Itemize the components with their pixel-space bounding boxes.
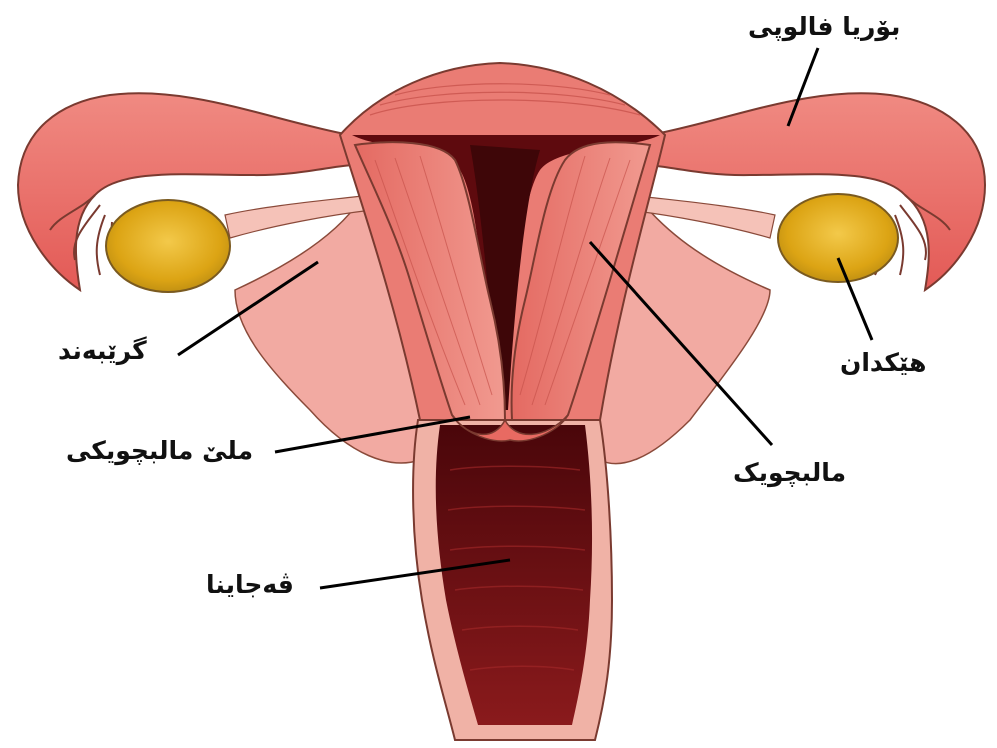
ovary-left <box>106 200 230 292</box>
ovary-right <box>778 194 898 282</box>
label-uterus: مالبچویک <box>733 460 846 485</box>
label-vagina: ڤەجاینا <box>206 572 294 597</box>
label-fallopian-tube: بۆریا فالوپی <box>748 14 900 39</box>
label-cervix: ملێ مالبچویكی <box>66 438 253 463</box>
label-ovary: هێكدان <box>840 350 926 375</box>
label-ligament: گرێبەند <box>58 338 147 363</box>
